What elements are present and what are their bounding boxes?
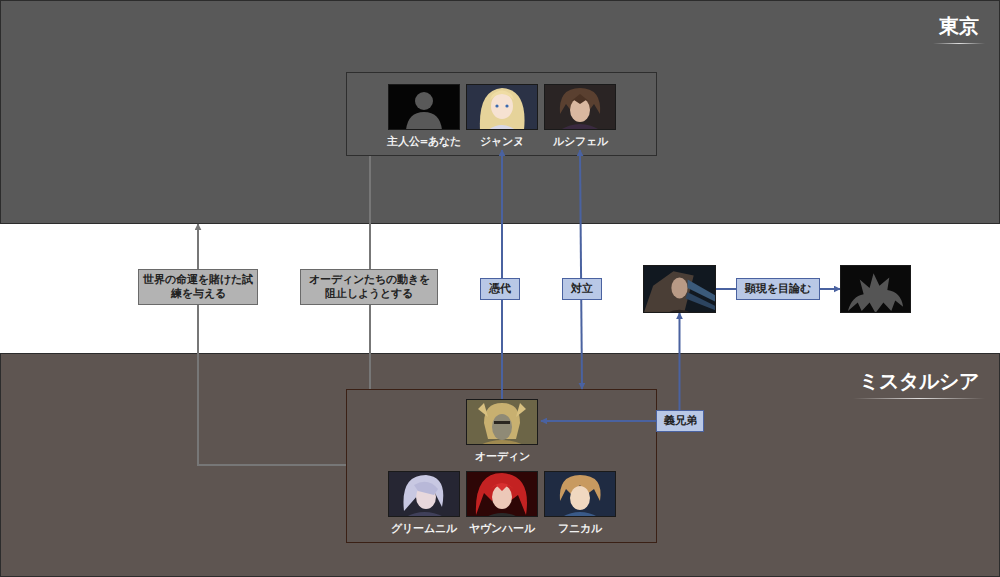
character-node: グリームニル [385, 471, 463, 537]
connector [541, 313, 680, 421]
edge-label: 顕現を目論む [736, 278, 820, 300]
character-portrait [466, 399, 538, 445]
region-title: 東京 [933, 13, 985, 44]
character-portrait [643, 265, 716, 313]
character-name: オーディン [463, 449, 541, 463]
character-name: ジャンヌ [463, 134, 541, 148]
character-portrait [466, 471, 538, 517]
character-node: ヤヴンハール [463, 471, 541, 537]
character-name: フニカル [541, 521, 619, 535]
figure-node [840, 265, 911, 313]
character-name: ルシフェル [541, 134, 619, 148]
character-portrait [388, 84, 460, 130]
character-portrait [466, 84, 538, 130]
group-box: オーディングリームニルヤヴンハールフニカル [346, 389, 657, 543]
character-portrait [840, 265, 911, 313]
character-name: 主人公=あなた [385, 134, 463, 148]
character-name: ヤヴンハール [463, 521, 541, 535]
region-title: ミスタルシア [853, 368, 985, 399]
figure-node [643, 265, 716, 313]
character-node: ジャンヌ [463, 84, 541, 150]
character-name: グリームニル [385, 521, 463, 535]
region-band: ミスタルシアオーディングリームニルヤヴンハールフニカル [0, 353, 1000, 577]
edge-label: オーディンたちの動きを阻止しようとする [300, 269, 438, 305]
character-node: 主人公=あなた [385, 84, 463, 150]
character-node: フニカル [541, 471, 619, 537]
edge-label: 義兄弟 [656, 410, 704, 432]
edge-label: 憑代 [480, 278, 520, 300]
character-node: ルシフェル [541, 84, 619, 150]
region-band: 東京主人公=あなたジャンヌルシフェル [0, 0, 1000, 224]
edge-label: 世界の命運を賭けた試練を与える [138, 269, 258, 305]
connector [198, 224, 346, 465]
character-portrait [544, 84, 616, 130]
character-portrait [388, 471, 460, 517]
group-box: 主人公=あなたジャンヌルシフェル [346, 72, 657, 156]
edge-label: 対立 [562, 278, 602, 300]
connector [580, 150, 582, 389]
character-portrait [544, 471, 616, 517]
connector [501, 150, 503, 399]
character-node: オーディン [463, 399, 541, 463]
